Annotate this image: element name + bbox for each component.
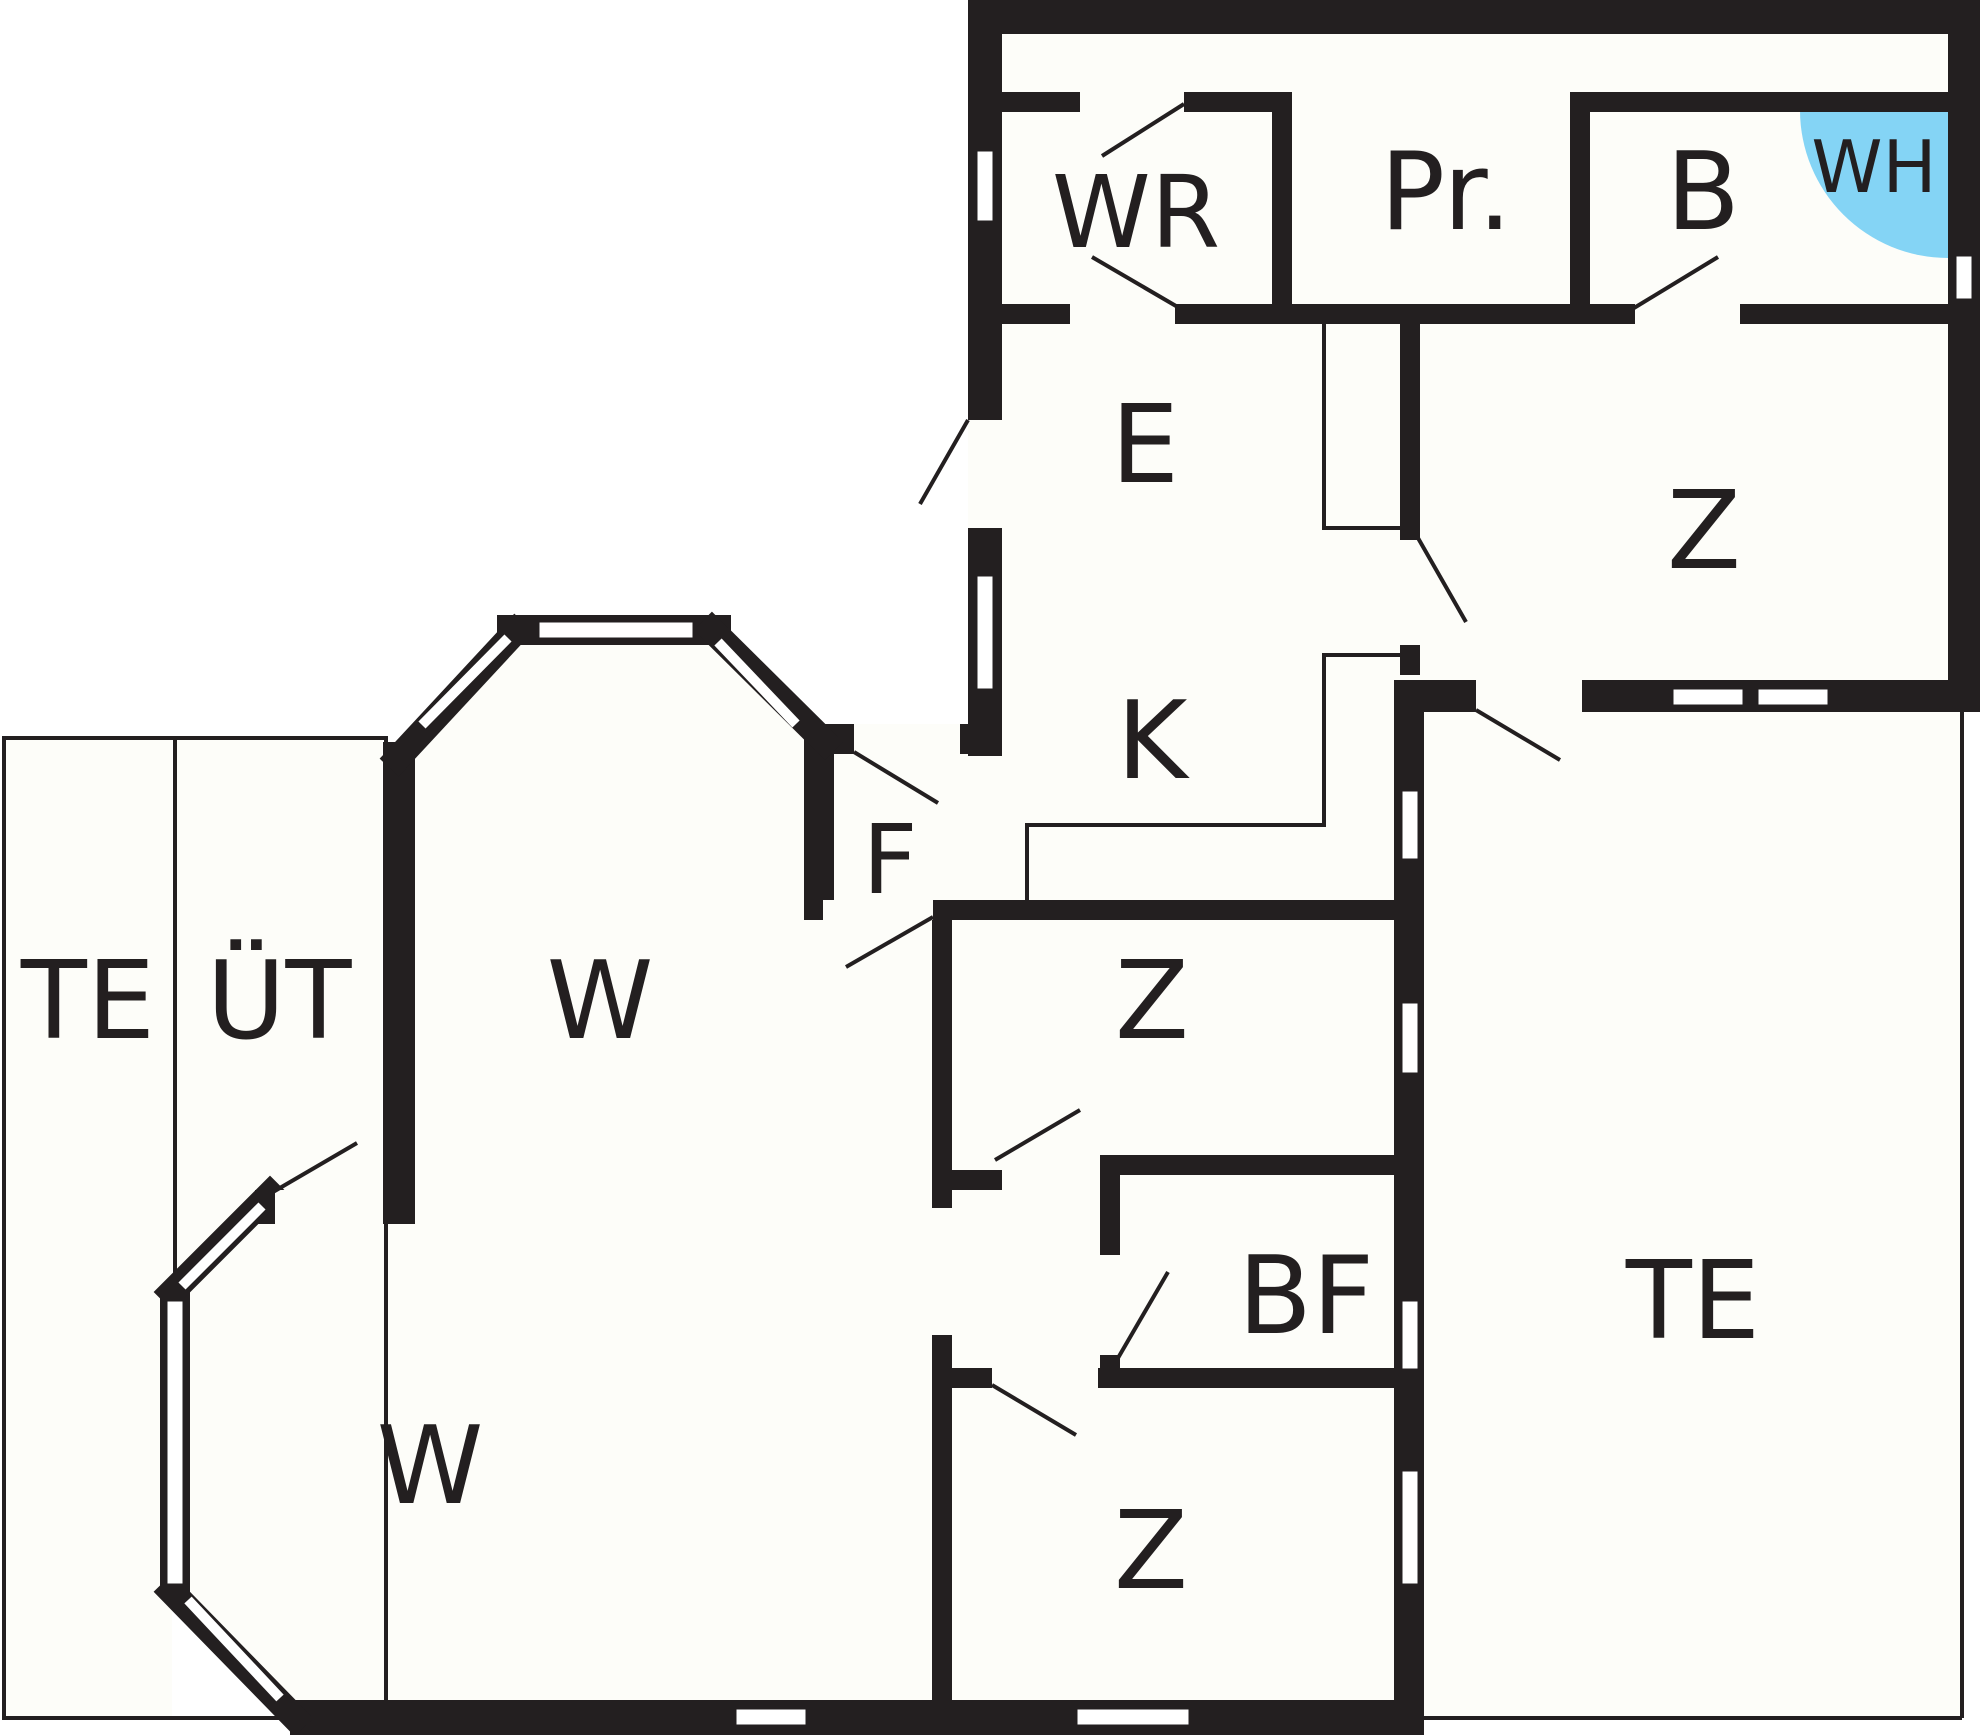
wall xyxy=(290,1700,1424,1735)
door-swing xyxy=(1474,708,1562,762)
room-label-pr: Pr. xyxy=(1380,130,1512,255)
terrace-left-floor xyxy=(6,740,172,1718)
door-swing xyxy=(1116,1270,1170,1360)
door-opening xyxy=(854,724,960,754)
window xyxy=(974,573,996,692)
window xyxy=(1399,1298,1421,1372)
room-label-wr: WR xyxy=(1052,154,1220,271)
door-opening xyxy=(1400,540,1420,645)
door-opening xyxy=(968,420,1002,528)
room-labels: TE ÜT W W F K E WR Pr. B WH Z Z BF Z TE xyxy=(20,125,1937,1614)
room-label-b: B xyxy=(1666,130,1740,255)
door-swing xyxy=(1416,537,1468,623)
wall xyxy=(1000,304,1070,324)
floor-areas xyxy=(6,20,1965,1720)
wall xyxy=(1100,1155,1120,1255)
terrace-outline xyxy=(2,736,388,1720)
wall xyxy=(1740,304,1950,324)
room-label-te-right: TE xyxy=(1625,1239,1760,1364)
wall xyxy=(1100,1155,1400,1175)
wall xyxy=(968,0,1980,34)
window xyxy=(974,148,996,224)
room-label-wh: WH xyxy=(1811,125,1936,209)
window xyxy=(418,634,512,729)
door-swing xyxy=(1632,255,1720,310)
water-heater-icon xyxy=(1800,110,1948,258)
door-opening xyxy=(1080,92,1184,112)
window xyxy=(178,1202,266,1290)
door-swing xyxy=(271,1141,359,1194)
wall xyxy=(804,724,834,920)
wall xyxy=(1272,92,1292,322)
room-label-k: K xyxy=(1117,679,1191,804)
door-swing xyxy=(990,1383,1078,1437)
wall xyxy=(1175,304,1635,324)
window xyxy=(536,619,696,641)
door-opening xyxy=(275,1190,383,1224)
door-swing xyxy=(852,750,940,805)
wall xyxy=(1000,92,1080,112)
window xyxy=(1953,253,1975,302)
door-swing xyxy=(993,1108,1082,1162)
walls xyxy=(160,0,1980,1735)
room-label-z-lower: Z xyxy=(1114,1489,1188,1614)
window xyxy=(733,1706,809,1728)
door-openings xyxy=(275,92,1740,1388)
wall xyxy=(1400,645,1420,675)
living-area-floor xyxy=(170,20,1965,1720)
wall xyxy=(1948,0,1980,712)
wall xyxy=(932,1170,952,1208)
door-swing xyxy=(845,915,934,969)
wall xyxy=(1400,320,1420,540)
window xyxy=(1074,1706,1192,1728)
door-swings xyxy=(271,102,1720,1437)
window xyxy=(714,638,800,728)
wall xyxy=(932,900,952,1170)
window xyxy=(1670,686,1746,708)
window xyxy=(1399,1468,1421,1587)
wall xyxy=(960,724,1000,754)
kitchen-counter xyxy=(1025,653,1400,905)
window xyxy=(184,1596,284,1702)
window xyxy=(164,1298,186,1587)
room-label-e: E xyxy=(1111,383,1179,508)
room-label-z-middle: Z xyxy=(1115,939,1189,1064)
door-swing xyxy=(1100,102,1186,158)
window xyxy=(1399,1000,1421,1076)
door-opening xyxy=(1476,680,1582,712)
door-opening xyxy=(1070,304,1175,324)
door-opening xyxy=(992,1368,1098,1388)
room-label-w-upper: W xyxy=(547,939,654,1064)
window xyxy=(1755,686,1831,708)
kitchen-counter xyxy=(1322,324,1400,530)
door-swing xyxy=(1090,255,1178,308)
wall xyxy=(1570,92,1590,322)
door-opening xyxy=(1100,1255,1120,1355)
room-label-z-right: Z xyxy=(1667,469,1741,594)
wall xyxy=(930,900,1400,920)
wall xyxy=(932,1335,952,1735)
room-label-ut: ÜT xyxy=(206,939,352,1064)
room-label-te-left: TE xyxy=(20,939,155,1064)
room-label-bf: BF xyxy=(1238,1234,1374,1359)
window xyxy=(1399,788,1421,862)
door-opening xyxy=(823,900,933,920)
wall xyxy=(383,742,415,1224)
wall xyxy=(1098,1368,1400,1388)
door-swing xyxy=(918,419,970,505)
room-label-f: F xyxy=(862,804,917,916)
room-label-w-lower: W xyxy=(377,1404,484,1529)
wall xyxy=(1570,92,1950,112)
windows xyxy=(164,148,1975,1728)
door-opening xyxy=(1635,304,1740,324)
wall xyxy=(1184,92,1290,112)
